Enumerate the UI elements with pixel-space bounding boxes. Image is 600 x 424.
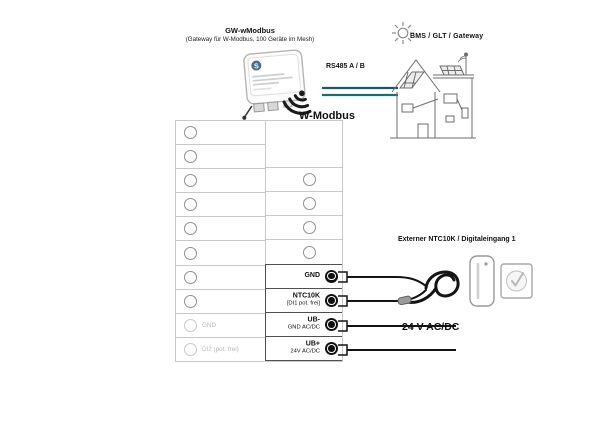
table-row xyxy=(176,217,265,242)
terminal-point xyxy=(184,174,197,188)
table-row-di2: DI2 (pot. frei) xyxy=(176,338,265,361)
terminal-column-right: GND NTC10K [DI1 pot. frei] UB- GND AC/DC… xyxy=(265,121,342,361)
terminal-point xyxy=(184,342,197,356)
terminal-cell-ub-minus: UB- GND AC/DC xyxy=(265,312,342,337)
room-sensor-image xyxy=(500,263,533,299)
table-row xyxy=(266,216,342,241)
terminal-cell-gnd: GND xyxy=(265,263,342,289)
terminal-point xyxy=(184,198,197,212)
rs485-label: RS485 A / B xyxy=(326,63,365,70)
terminal-cell-ub-plus: UB+ 24V AC/DC xyxy=(265,336,342,361)
table-row xyxy=(176,169,265,194)
gateway-device-image: S xyxy=(242,49,306,120)
table-row xyxy=(176,241,265,266)
wifi-cell xyxy=(266,121,342,169)
external-sensor-label: Externer NTC10K / Digitaleingang 1 xyxy=(398,236,516,243)
table-row xyxy=(176,193,265,218)
device-logo-letter: S xyxy=(254,63,260,70)
terminal-point xyxy=(184,270,197,284)
wifi-icon-device xyxy=(282,90,312,115)
terminal-point xyxy=(303,197,316,211)
building-illustration xyxy=(390,52,476,139)
table-row xyxy=(176,266,265,290)
table-row xyxy=(266,192,342,217)
terminal-column-left: GND DI2 (pot. frei) xyxy=(176,121,266,361)
terminal-label: UB+ xyxy=(305,340,320,348)
terminal-screw-icon xyxy=(325,317,338,331)
rs485-wires xyxy=(322,86,398,97)
terminal-screw-icon xyxy=(325,341,338,355)
gateway-subtitle: (Gateway für W-Modbus, 100 Geräte im Mes… xyxy=(185,36,315,43)
terminal-point xyxy=(303,173,316,187)
terminal-point xyxy=(184,126,197,140)
table-row-gnd: GND xyxy=(176,314,265,338)
terminal-point xyxy=(303,245,316,259)
terminal-point xyxy=(184,294,197,308)
table-row xyxy=(266,168,342,193)
wmodbus-label: W-Modbus xyxy=(299,110,355,122)
table-row xyxy=(176,145,265,170)
table-row xyxy=(266,240,342,263)
bms-label: BMS / GLT / Gateway xyxy=(410,33,484,40)
antenna-icon xyxy=(242,105,253,120)
terminal-screw-icon xyxy=(325,293,338,307)
gnd-label: GND xyxy=(202,321,216,329)
digital-input-device-image xyxy=(469,255,495,307)
ntc-probe-image xyxy=(395,270,460,306)
terminal-point xyxy=(303,221,316,235)
gateway-title: GW-wModbus xyxy=(225,26,275,35)
terminal-sublabel: [DI1 pot. frei] xyxy=(286,300,320,307)
terminal-sublabel: 24V AC/DC xyxy=(290,348,320,355)
probe-tip xyxy=(397,295,412,306)
terminal-point xyxy=(184,222,197,236)
di2-label: DI2 (pot. frei) xyxy=(202,345,239,353)
voltage-label: 24 V AC/DC xyxy=(402,321,460,333)
terminal-label: NTC10K xyxy=(292,292,320,300)
terminal-table: GND DI2 (pot. frei) GND NTC10K [DI1 pot.… xyxy=(175,120,343,362)
terminal-label: UB- xyxy=(307,316,320,324)
table-row xyxy=(176,121,265,146)
terminal-cell-ntc10k: NTC10K [DI1 pot. frei] xyxy=(265,288,342,313)
terminal-screw-icon xyxy=(325,269,338,283)
sun-icon xyxy=(392,22,414,44)
terminal-point xyxy=(184,150,197,164)
device-logo-icon xyxy=(251,60,262,71)
terminal-point xyxy=(184,318,197,332)
table-row xyxy=(176,290,265,314)
terminal-label: GND xyxy=(304,272,320,280)
terminal-sublabel: GND AC/DC xyxy=(287,324,320,331)
terminal-point xyxy=(184,246,197,260)
